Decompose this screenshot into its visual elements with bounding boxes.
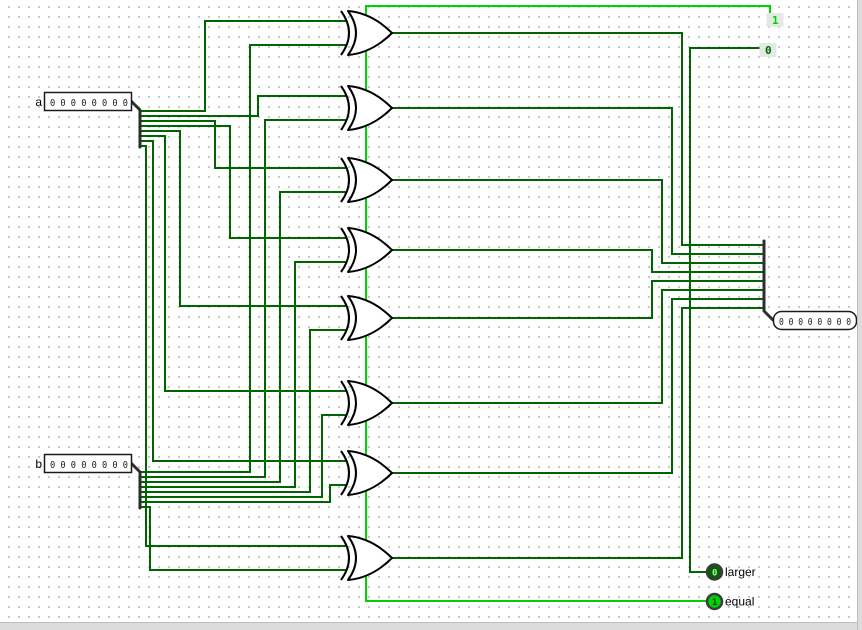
wire-constant1-to-equal bbox=[365, 5, 771, 602]
wire-out-bit4 bbox=[392, 280, 764, 319]
splitter-result[interactable] bbox=[762, 239, 775, 322]
wire-a-bit0 bbox=[140, 20, 346, 112]
result-wire-group bbox=[392, 32, 764, 559]
input-b-wire-group bbox=[140, 44, 346, 571]
xor-gate-5[interactable] bbox=[340, 295, 393, 341]
xor-body-icon bbox=[347, 85, 393, 131]
input-a-box[interactable] bbox=[43, 91, 133, 112]
xor-body-icon bbox=[347, 450, 393, 496]
wire-b-bit2 bbox=[140, 191, 346, 483]
input-b-bits[interactable]: 0 0 0 0 0 0 0 0 bbox=[50, 460, 128, 471]
xor-gate-3[interactable] bbox=[340, 157, 393, 203]
equal-indicator[interactable] bbox=[705, 592, 724, 611]
input-b-box[interactable] bbox=[43, 453, 133, 474]
equal-value: 1 bbox=[712, 598, 717, 608]
wire-b-bit0 bbox=[140, 44, 346, 473]
xor-arc-icon bbox=[340, 157, 350, 203]
xor-arc-icon bbox=[340, 450, 350, 496]
xor-gate-7[interactable] bbox=[340, 450, 393, 496]
wire-out-bit2 bbox=[392, 179, 764, 264]
xor-gate-6[interactable] bbox=[340, 380, 393, 426]
xor-body-icon bbox=[347, 227, 393, 273]
constant-one-bg bbox=[766, 13, 784, 27]
wire-a-bit6 bbox=[140, 140, 346, 462]
wire-a-bit3 bbox=[140, 125, 346, 239]
constant-zero[interactable]: 0 bbox=[759, 43, 777, 57]
input-pin-b[interactable]: b 0 0 0 0 0 0 0 0 bbox=[35, 453, 133, 474]
wire-b-bit5 bbox=[140, 414, 346, 498]
xor-gate-2[interactable] bbox=[340, 85, 393, 131]
wire-out-bit0 bbox=[392, 32, 764, 246]
splitter-b[interactable] bbox=[129, 461, 142, 510]
xor-gate-1[interactable] bbox=[340, 10, 393, 56]
xor-arc-icon bbox=[340, 380, 350, 426]
wire-b-bit3 bbox=[140, 261, 346, 488]
splitter-a[interactable] bbox=[129, 99, 142, 149]
output-result-box bbox=[772, 310, 857, 331]
input-pin-a[interactable]: a 0 0 0 0 0 0 0 0 bbox=[35, 91, 133, 112]
wire-b-bit6 bbox=[140, 484, 346, 503]
xor-arc-icon bbox=[340, 10, 350, 56]
wire-a-bit2 bbox=[140, 120, 346, 169]
wire-out-bit6 bbox=[392, 298, 764, 474]
canvas-edge-right bbox=[857, 0, 862, 630]
wire-a-bit1 bbox=[140, 95, 346, 117]
xor-arc-icon bbox=[340, 295, 350, 341]
wire-out-bit1 bbox=[392, 107, 764, 255]
wire-a-bit4 bbox=[140, 130, 346, 307]
wire-b-bit7 bbox=[140, 506, 346, 571]
wire-b-bit4 bbox=[140, 329, 346, 493]
input-b-label: b bbox=[35, 457, 42, 471]
output-pin-equal[interactable]: 1 equal bbox=[705, 592, 754, 611]
input-a-wire-group bbox=[140, 20, 346, 547]
xor-body-icon bbox=[347, 295, 393, 341]
xor-gate-8[interactable] bbox=[340, 535, 393, 581]
xor-gate-4[interactable] bbox=[340, 227, 393, 273]
canvas-edge-bottom bbox=[0, 622, 857, 630]
xor-body-icon bbox=[347, 10, 393, 56]
constant-one[interactable]: 1 bbox=[766, 13, 784, 27]
xor-arc-icon bbox=[340, 227, 350, 273]
xor-body-icon bbox=[347, 535, 393, 581]
xor-arc-icon bbox=[340, 85, 350, 131]
constant-zero-bg bbox=[759, 43, 777, 57]
wire-a-bit7 bbox=[140, 145, 346, 547]
wire-out-bit5 bbox=[392, 289, 764, 404]
xor-arc-icon bbox=[340, 535, 350, 581]
output-pin-larger[interactable]: 0 larger bbox=[705, 563, 756, 581]
input-a-bits[interactable]: 0 0 0 0 0 0 0 0 bbox=[50, 98, 128, 109]
constant-zero-value: 0 bbox=[765, 44, 772, 57]
wire-out-bit7 bbox=[392, 307, 764, 559]
xor-body-icon bbox=[347, 380, 393, 426]
output-pin-result[interactable]: 0 0 0 0 0 0 0 0 bbox=[772, 310, 857, 331]
wire-out-bit3 bbox=[392, 249, 764, 273]
wire-b-bit1 bbox=[140, 119, 346, 478]
larger-label: larger bbox=[725, 565, 756, 579]
input-a-label: a bbox=[35, 95, 42, 109]
wire-a-bit5 bbox=[140, 135, 346, 392]
constant-one-value: 1 bbox=[772, 14, 779, 27]
larger-value: 0 bbox=[712, 569, 717, 579]
equal-label: equal bbox=[725, 595, 754, 609]
xor-body-icon bbox=[347, 157, 393, 203]
output-result-bits: 0 0 0 0 0 0 0 0 bbox=[779, 317, 851, 328]
wire-constant0-to-larger bbox=[689, 47, 760, 573]
larger-indicator[interactable] bbox=[705, 563, 724, 581]
